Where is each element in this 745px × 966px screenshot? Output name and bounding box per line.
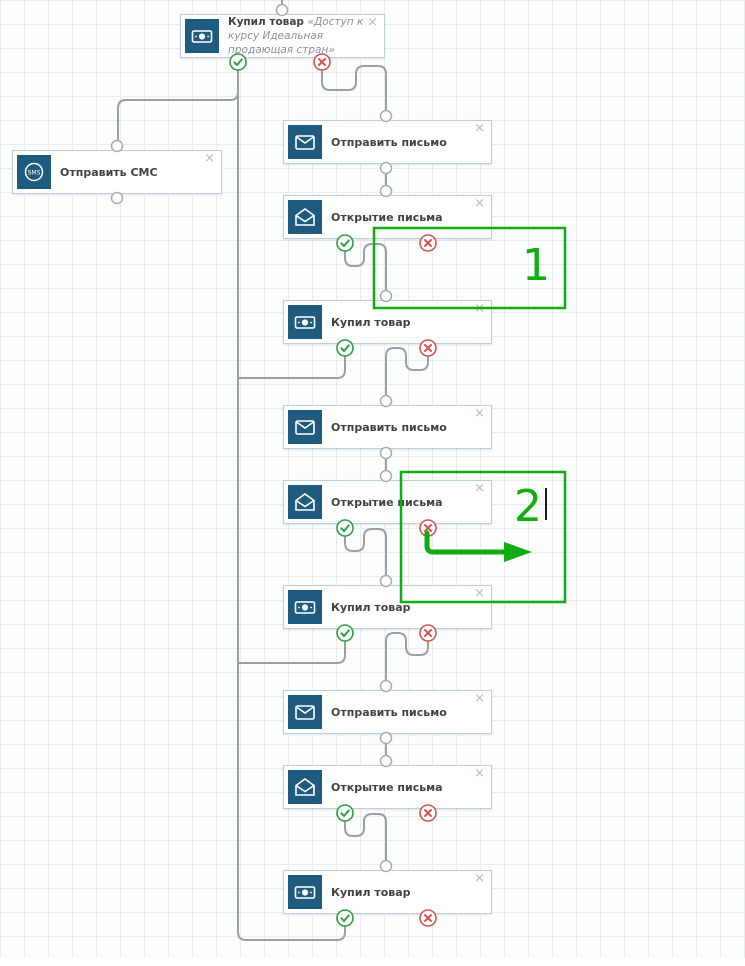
close-icon[interactable]: × [474, 481, 485, 496]
close-icon[interactable]: × [474, 871, 485, 886]
close-icon[interactable]: × [474, 766, 485, 781]
money-icon [288, 590, 322, 624]
node-label: Отправить письмо [331, 420, 447, 434]
output-port[interactable] [110, 191, 124, 205]
money-icon [185, 19, 219, 53]
output-port[interactable] [379, 446, 393, 460]
mail-icon [288, 410, 322, 444]
connector-wire [344, 813, 387, 866]
node-email-open-1[interactable]: Открытие письма × [283, 195, 492, 239]
open-mail-icon [288, 200, 322, 234]
close-icon[interactable]: × [474, 301, 485, 316]
output-port[interactable] [379, 161, 393, 175]
node-purchase-top[interactable]: Купил товар «Доступ к курсу Идеальная пр… [180, 14, 385, 58]
close-icon[interactable]: × [474, 196, 485, 211]
annotation-digit-1: 1 [522, 240, 550, 291]
node-label: Купил товар [331, 315, 411, 329]
close-icon[interactable]: × [474, 691, 485, 706]
node-label-detail: «Доступ к курсу Идеальная продающая стра… [228, 15, 364, 57]
node-label: Открытие письма [331, 210, 443, 224]
connector-wire [321, 62, 387, 116]
sms-icon: SMS [17, 155, 51, 189]
drag-arrow [424, 530, 509, 555]
connector-wire [385, 632, 429, 686]
node-label: Отправить письмо [331, 705, 447, 719]
connector-wire [117, 62, 239, 146]
close-icon[interactable]: × [474, 586, 485, 601]
annotation-digit-2: 2 [514, 481, 542, 532]
node-label: Купил товар [331, 885, 411, 899]
node-label-bold: Купил товар [228, 15, 304, 28]
node-label: Отправить СМС [60, 165, 158, 179]
node-purchase-3[interactable]: Купил товар × [283, 870, 492, 914]
connector-wire [238, 633, 346, 664]
node-send-sms[interactable]: SMS Отправить СМС × [12, 150, 222, 194]
node-send-email-1[interactable]: Отправить письмо × [283, 120, 492, 164]
close-icon[interactable]: × [474, 406, 485, 421]
mail-icon [288, 125, 322, 159]
node-send-email-2[interactable]: Отправить письмо × [283, 405, 492, 449]
drag-arrow-head [504, 542, 532, 562]
node-label: Открытие письма [331, 780, 443, 794]
open-mail-icon [288, 485, 322, 519]
node-purchase-1[interactable]: Купил товар × [283, 300, 492, 344]
node-email-open-3[interactable]: Открытие письма × [283, 765, 492, 809]
annotation-box-1 [372, 226, 567, 310]
connector-wire [344, 528, 387, 581]
mail-icon [288, 695, 322, 729]
node-email-open-2[interactable]: Открытие письма × [283, 480, 492, 524]
money-icon [288, 305, 322, 339]
output-port[interactable] [379, 731, 393, 745]
node-purchase-2[interactable]: Купил товар × [283, 585, 492, 629]
close-icon[interactable]: × [204, 151, 215, 166]
close-icon[interactable]: × [367, 15, 378, 30]
node-label: Купил товар [331, 600, 411, 614]
connector-wire [385, 347, 429, 401]
connector-wire [238, 348, 346, 379]
connector-wire [344, 243, 387, 296]
node-send-email-3[interactable]: Отправить письмо × [283, 690, 492, 734]
money-icon [288, 875, 322, 909]
sms-icon-text: SMS [28, 169, 41, 176]
node-label: Открытие письма [331, 495, 443, 509]
node-label: Купил товар «Доступ к курсу Идеальная пр… [228, 15, 384, 58]
open-mail-icon [288, 770, 322, 804]
node-label: Отправить письмо [331, 135, 447, 149]
close-icon[interactable]: × [474, 121, 485, 136]
